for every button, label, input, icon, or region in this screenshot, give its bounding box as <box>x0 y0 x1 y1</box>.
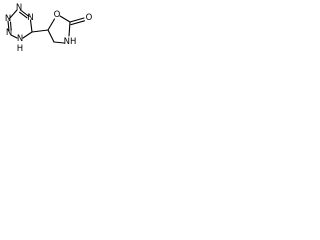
bond-n4-n1 <box>7 20 10 32</box>
bond-n3-c4 <box>53 41 65 44</box>
oxazolidinone-ring <box>47 15 86 44</box>
atom-n-right: N <box>27 13 33 23</box>
atom-n-top: N <box>16 3 22 13</box>
bond-c2-n3 <box>68 21 71 37</box>
bond-tetrazole-oxazolidinone <box>31 29 49 33</box>
molecule-diagram: N N N N N H O O NH <box>5 3 93 54</box>
bond-c2-o-carbonyl-double <box>70 20 86 26</box>
bond-n2-n3 <box>19 9 30 18</box>
bond-n3-c5 <box>29 19 33 33</box>
bond-c5-o1 <box>47 18 56 31</box>
bond-c2-o-carbonyl <box>69 17 85 23</box>
bond-n1-n2 <box>8 9 18 20</box>
bond-n4-n1-double <box>9 21 12 31</box>
atom-h-bottom: H <box>17 44 23 54</box>
atom-n-lower-left: N <box>6 28 12 38</box>
atom-o-carbonyl: O <box>86 13 93 23</box>
bond-o1-c2 <box>59 15 71 23</box>
bond-c5-n4 <box>22 31 33 39</box>
bond-c4-c5 <box>47 29 55 43</box>
atom-nh-ring: NH <box>64 37 77 47</box>
atom-n-bottom: N <box>17 34 23 44</box>
atom-n-left: N <box>5 14 11 24</box>
atom-o-ring: O <box>54 10 61 20</box>
bond-n-nh <box>10 34 18 39</box>
bond-n2-n3-double <box>18 11 28 19</box>
tetrazole-ring <box>7 9 33 39</box>
